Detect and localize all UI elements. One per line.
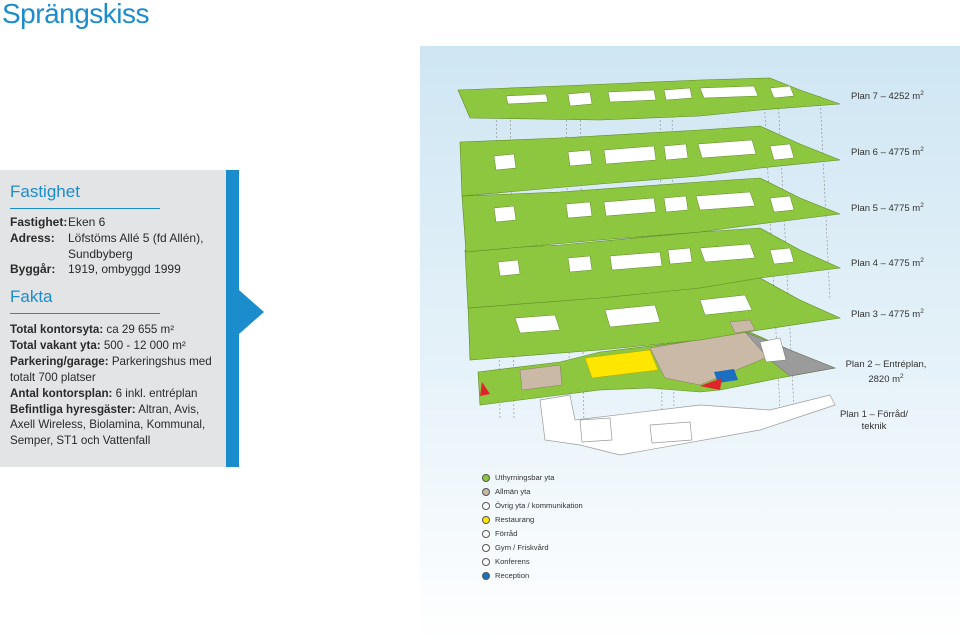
- floor-plan-4: [464, 227, 842, 309]
- arrow-right-icon: [239, 290, 264, 334]
- fakta-line: Befintliga hyresgäster: Altran, Avis,: [10, 402, 200, 416]
- fakta-divider: [10, 313, 160, 314]
- fakta-line: Semper, ST1 och Vattenfall: [10, 434, 151, 448]
- fastighet-value-fastighet: Eken 6: [68, 215, 106, 229]
- fakta-line: totalt 700 platser: [10, 370, 96, 384]
- legend-swatch: [482, 516, 490, 524]
- plan-7-label: Plan 7 – 4252 m2: [851, 90, 924, 103]
- fakta-line: Total kontorsyta: ca 29 655 m²: [10, 323, 175, 336]
- fakta-line: Axell Wireless, Biolamina, Kommunal,: [10, 418, 206, 432]
- legend-swatch: [482, 474, 490, 482]
- plan-5-label: Plan 5 – 4775 m2: [851, 202, 924, 215]
- fakta-line: Total vakant yta: 500 - 12 000 m²: [10, 338, 186, 352]
- info-panel: [0, 170, 226, 467]
- accent-bar: [226, 170, 239, 467]
- fastighet-value-adress-2: Sundbyberg: [68, 247, 133, 261]
- fakta-heading: Fakta: [10, 287, 53, 306]
- plan-1-label: Plan 1 – Förråd/ teknik: [839, 409, 909, 432]
- fastighet-value-adress: Löfstöms Allé 5 (fd Allén),: [68, 231, 204, 245]
- legend-swatch: [482, 502, 490, 510]
- legend-swatch: [482, 544, 490, 552]
- fastighet-heading: Fastighet: [10, 182, 80, 201]
- plan-4-label: Plan 4 – 4775 m2: [851, 257, 924, 270]
- fastighet-label-byggar: Byggår:: [10, 262, 56, 276]
- fakta-line: Parkering/garage: Parkeringshus med: [10, 354, 212, 368]
- fastighet-label-fastighet: Fastighet:: [10, 215, 68, 229]
- fakta-line: Antal kontorsplan: 6 inkl. entréplan: [10, 386, 198, 400]
- fastighet-divider: [10, 208, 160, 209]
- floor-plan-7: [457, 77, 841, 121]
- plan-2-label: Plan 2 – Entréplan, 2820 m2: [845, 359, 927, 386]
- exploded-floor-diagram: [420, 46, 960, 642]
- floor-plan-6: [459, 125, 841, 197]
- floor-plan-3: [467, 277, 842, 363]
- legend-swatch: [482, 530, 490, 538]
- legend-swatch: [482, 488, 490, 496]
- floor-plan-5: [461, 177, 841, 253]
- plan-6-label: Plan 6 – 4775 m2: [851, 146, 924, 159]
- legend-swatch: [482, 572, 490, 580]
- fastighet-value-byggar: 1919, ombyggd 1999: [68, 262, 181, 276]
- page-title: Sprängskiss: [2, 0, 150, 29]
- plan-3-label: Plan 3 – 4775 m2: [851, 308, 924, 321]
- floor-plan-1: [539, 394, 836, 456]
- legend-swatch: [482, 558, 490, 566]
- fastighet-label-adress: Adress:: [10, 231, 55, 245]
- fakta-list: Total kontorsyta: ca 29 655 m² Total vak…: [10, 322, 224, 449]
